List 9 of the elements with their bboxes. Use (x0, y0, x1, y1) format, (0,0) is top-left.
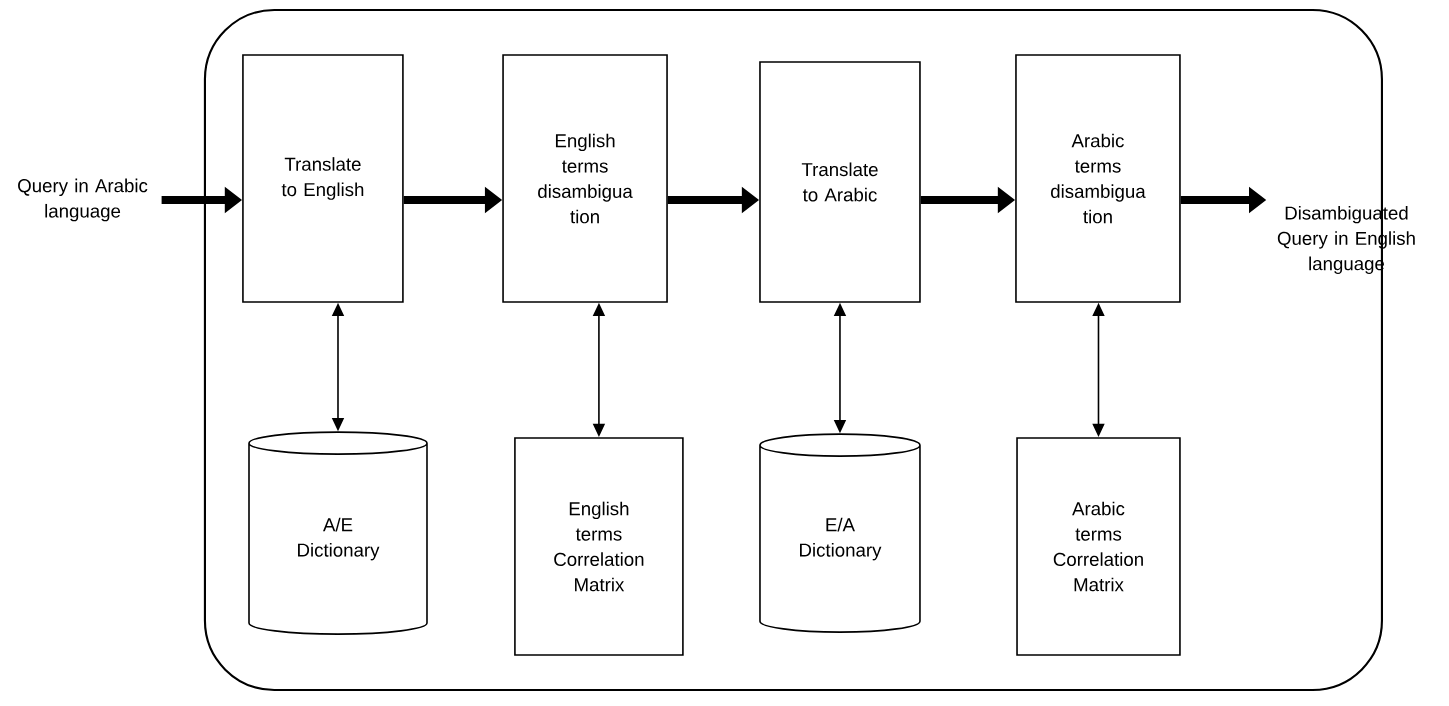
process-box: English terms Correlation Matrix (514, 437, 684, 656)
text-label: Query in Arabic language (18, 178, 148, 222)
process-box: Translate to Arabic (759, 61, 921, 303)
process-box: English terms disambigua tion (502, 54, 668, 303)
process-box: Translate to English (242, 54, 404, 303)
process-box: Arabic terms Correlation Matrix (1016, 437, 1181, 656)
database-cylinder: E/A Dictionary (759, 433, 921, 633)
database-cylinder: A/E Dictionary (248, 431, 428, 635)
process-box: Arabic terms disambigua tion (1015, 54, 1181, 303)
